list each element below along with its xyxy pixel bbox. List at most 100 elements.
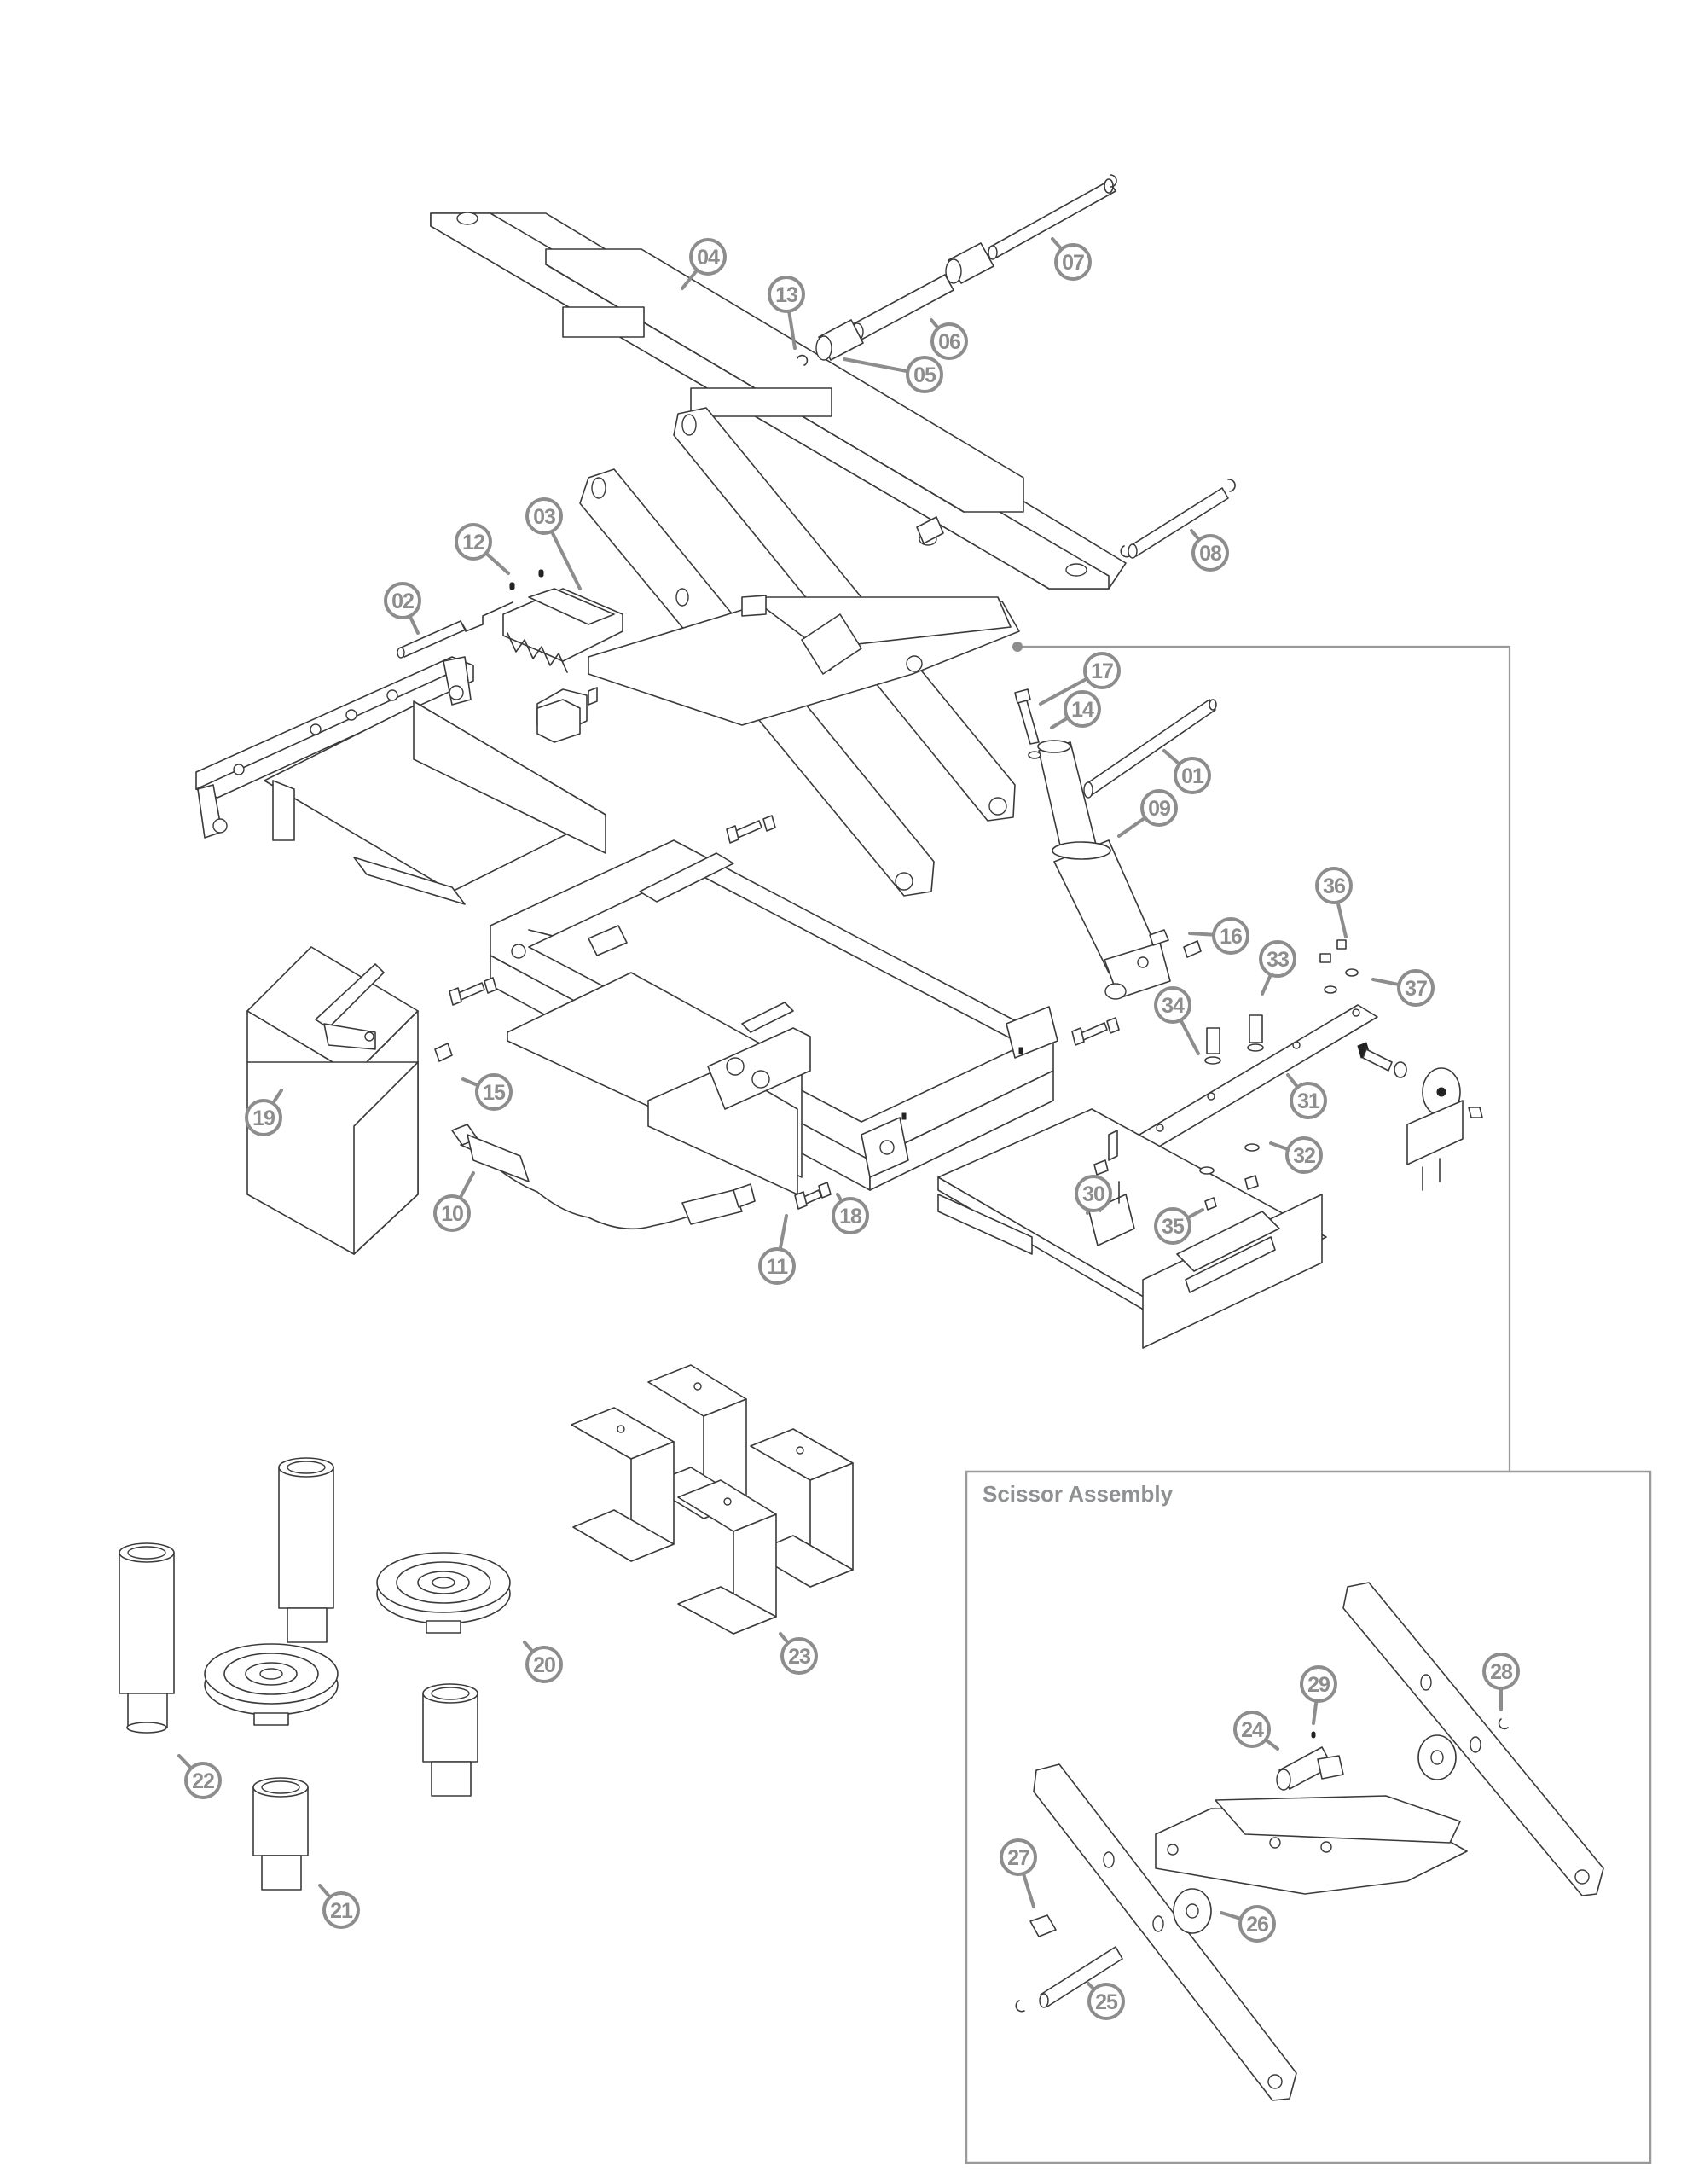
callout-24: 24 xyxy=(1233,1711,1279,1751)
callout-10: 10 xyxy=(433,1171,475,1232)
scissor-arms xyxy=(536,407,1020,897)
callout-circle xyxy=(1482,1653,1520,1690)
callout-circle xyxy=(384,582,421,619)
callout-03: 03 xyxy=(525,497,582,590)
callout-circle xyxy=(245,1099,282,1136)
callout-circle xyxy=(1191,534,1229,572)
callout-34: 34 xyxy=(1154,986,1200,1055)
callout-number: 10 xyxy=(441,1202,463,1226)
callout-number: 11 xyxy=(767,1255,789,1279)
callout-leader-line xyxy=(843,357,910,374)
long-adapter-center xyxy=(278,1457,334,1643)
callout-leader-line xyxy=(1039,677,1089,706)
callout-leader-line xyxy=(484,551,510,575)
callout-31: 31 xyxy=(1286,1073,1327,1119)
callout-11: 11 xyxy=(758,1214,796,1285)
top-pivot-pin-assembly xyxy=(797,174,1117,366)
callout-01: 01 xyxy=(1162,749,1211,794)
callout-leader-line xyxy=(458,1171,475,1200)
callout-07: 07 xyxy=(1051,237,1092,281)
callout-leader-line xyxy=(1188,932,1216,937)
callout-circle xyxy=(780,1637,818,1675)
top-lifting-beam xyxy=(430,212,1127,590)
callout-13: 13 xyxy=(768,276,805,350)
callout-02: 02 xyxy=(384,582,421,635)
callout-32: 32 xyxy=(1269,1136,1323,1174)
callout-circle xyxy=(1154,986,1191,1024)
short-adapter-bottom xyxy=(252,1777,309,1891)
callout-number: 16 xyxy=(1220,925,1242,949)
callout-leader-line xyxy=(408,614,420,635)
callout-06: 06 xyxy=(930,318,968,360)
hydraulic-cylinder-assembly xyxy=(1014,688,1217,1000)
callout-leader-line xyxy=(177,1754,194,1770)
callout-number: 28 xyxy=(1490,1660,1513,1684)
callout-leader-line xyxy=(778,1214,788,1252)
callout-circle xyxy=(1238,1905,1276,1943)
callout-circle xyxy=(1140,789,1178,827)
callout-number: 14 xyxy=(1071,698,1094,722)
callout-circle xyxy=(930,322,968,360)
callout-circle xyxy=(1174,757,1211,794)
callout-leader-line xyxy=(779,1632,791,1645)
callout-leader-line xyxy=(1051,237,1064,252)
foot-pump xyxy=(246,946,419,1255)
slide-block-main xyxy=(536,699,581,743)
saddle-pad-front xyxy=(204,1643,339,1726)
short-adapter-right xyxy=(422,1683,478,1797)
callout-number: 12 xyxy=(462,531,484,555)
callout-leader-line xyxy=(270,1089,283,1106)
callout-number: 04 xyxy=(697,246,720,270)
callout-number: 24 xyxy=(1241,1718,1264,1742)
callout-number: 08 xyxy=(1199,542,1222,566)
callout-circle xyxy=(1315,867,1353,904)
callout-leader-line xyxy=(1179,1018,1200,1055)
callout-circle xyxy=(906,356,943,393)
callout-number: 27 xyxy=(1007,1846,1029,1870)
callout-leader-line xyxy=(1336,900,1348,938)
inset-connector-dot xyxy=(1012,642,1023,652)
rear-pivot-pin xyxy=(916,479,1236,559)
callout-26: 26 xyxy=(1220,1905,1276,1943)
callout-09: 09 xyxy=(1117,789,1178,838)
inset-title: Scissor Assembly xyxy=(983,1481,1174,1507)
callout-04: 04 xyxy=(681,238,727,290)
callout-number: 06 xyxy=(938,330,960,354)
callout-number: 20 xyxy=(533,1653,555,1677)
callout-circle xyxy=(1233,1711,1271,1748)
frame-adapter-brackets xyxy=(571,1364,854,1635)
callout-number: 01 xyxy=(1181,764,1204,788)
callout-circle xyxy=(1212,917,1249,955)
callout-number: 19 xyxy=(252,1107,275,1130)
callout-circle xyxy=(1397,969,1435,1007)
callout-leader-line xyxy=(930,318,941,330)
callout-labels: 0102030405060708091011121314151617181920… xyxy=(177,237,1520,2020)
callout-leader-line xyxy=(681,268,699,290)
hydraulic-hose xyxy=(451,1124,756,1230)
callout-28: 28 xyxy=(1482,1653,1520,1711)
callout-leader-line xyxy=(1312,1699,1319,1725)
callout-circle xyxy=(525,1646,563,1683)
callout-number: 02 xyxy=(391,590,414,613)
callout-number: 29 xyxy=(1307,1673,1330,1697)
callout-circle xyxy=(1000,1838,1037,1876)
callout-33: 33 xyxy=(1259,940,1296,996)
callout-circle xyxy=(1290,1082,1327,1119)
inset-connector-line xyxy=(1017,645,1511,1472)
loose-hardware xyxy=(434,815,1202,1210)
callout-23: 23 xyxy=(779,1632,818,1675)
callout-circle xyxy=(768,276,805,313)
callout-leader-line xyxy=(523,1641,535,1654)
callout-37: 37 xyxy=(1371,969,1435,1007)
callout-number: 09 xyxy=(1148,797,1170,821)
callout-17: 17 xyxy=(1039,652,1121,706)
callout-number: 22 xyxy=(192,1769,214,1793)
callout-circle xyxy=(1154,1207,1191,1245)
callout-circle xyxy=(1300,1665,1337,1703)
callout-leader-line xyxy=(318,1884,332,1899)
front-slide-frame xyxy=(937,1108,1327,1349)
callout-circle xyxy=(832,1197,869,1234)
callout-leader-line xyxy=(1117,816,1147,838)
callout-leader-line xyxy=(549,529,582,590)
callout-circle xyxy=(689,238,727,276)
